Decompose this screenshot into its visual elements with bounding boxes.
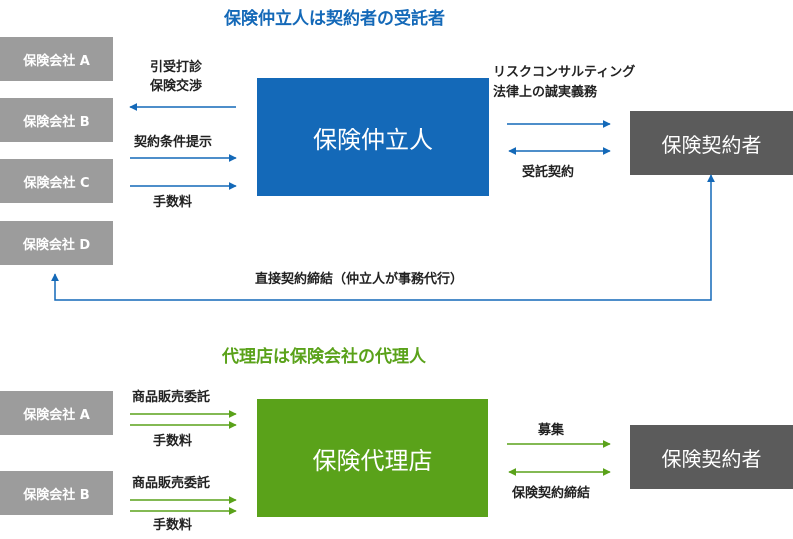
agent-policyholder-box: 保険契約者 xyxy=(630,425,793,489)
label-fiduciary-duty: 法律上の誠実義務 xyxy=(493,85,598,100)
label-insurance-negotiation: 保険交渉 xyxy=(150,79,203,94)
label-insurance-contract: 保険契約締結 xyxy=(512,486,591,501)
label-agent-fee-2: 手数料 xyxy=(153,518,193,533)
label-agent-fee-1: 手数料 xyxy=(153,434,193,449)
broker-section-title: 保険仲立人は契約者の受託者 xyxy=(224,9,445,29)
broker-company-b: 保険会社 B xyxy=(0,98,113,142)
broker-company-a: 保険会社 A xyxy=(0,37,113,81)
agent-company-b: 保険会社 B xyxy=(0,471,113,515)
label-risk-consulting: リスクコンサルティング xyxy=(493,65,636,80)
label-underwriting-inquiry: 引受打診 xyxy=(150,60,203,75)
label-product-sales-2: 商品販売委託 xyxy=(132,476,211,491)
label-recruitment: 募集 xyxy=(538,423,565,438)
label-product-sales-1: 商品販売委託 xyxy=(132,390,211,405)
arrow-direct-contract xyxy=(51,174,715,301)
agent-section-title: 代理店は保険会社の代理人 xyxy=(222,347,426,367)
agent-company-a: 保険会社 A xyxy=(0,391,113,435)
label-contract-conditions: 契約条件提示 xyxy=(134,135,213,150)
insurance-agency-box: 保険代理店 xyxy=(257,399,488,517)
broker-policyholder-box: 保険契約者 xyxy=(630,111,793,175)
